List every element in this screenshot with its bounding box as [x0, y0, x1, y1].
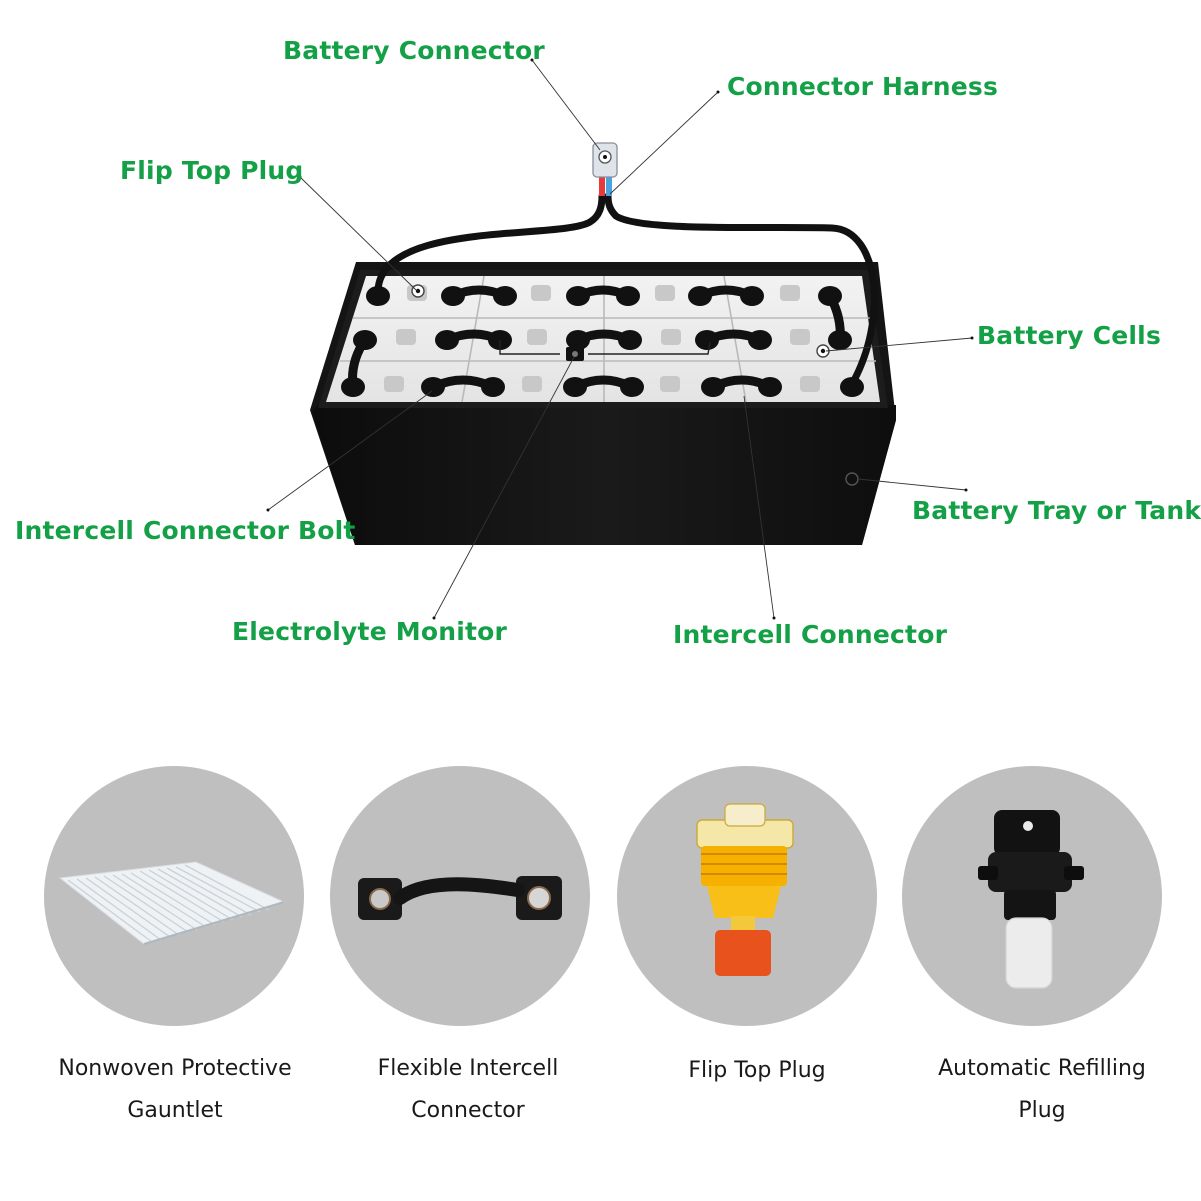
label-battery-connector: Battery Connector	[283, 36, 545, 65]
caption-flip-top-plug: Flip Top Plug	[607, 1050, 907, 1092]
caption-gauntlet-line1: Nonwoven Protective	[58, 1056, 292, 1081]
caption-refilling-plug: Automatic Refilling Plug	[892, 1048, 1192, 1132]
caption-gauntlet: Nonwoven Protective Gauntlet	[25, 1048, 325, 1132]
label-flip-top-plug: Flip Top Plug	[120, 156, 304, 185]
connector-harness	[374, 192, 878, 388]
label-intercell-connector: Intercell Connector	[673, 620, 948, 649]
battery-tray	[310, 262, 896, 545]
caption-gauntlet-line2: Gauntlet	[127, 1098, 223, 1123]
caption-flip-top-plug-line1: Flip Top Plug	[688, 1058, 826, 1083]
label-intercell-connector-bolt: Intercell Connector Bolt	[15, 516, 356, 545]
caption-refilling-plug-line1: Automatic Refilling	[938, 1056, 1146, 1081]
caption-flexible-connector: Flexible Intercell Connector	[318, 1048, 618, 1132]
battery-cells	[341, 285, 864, 397]
accessory-refilling-plug	[902, 766, 1162, 1026]
label-connector-harness: Connector Harness	[727, 72, 999, 101]
accessory-gauntlet	[44, 766, 304, 1026]
gauntlet-tubes-icon	[58, 861, 286, 945]
flexible-connector-icon	[358, 876, 562, 920]
caption-flexible-connector-line1: Flexible Intercell	[377, 1056, 559, 1081]
caption-flexible-connector-line2: Connector	[411, 1098, 525, 1123]
refilling-plug-icon	[978, 810, 1084, 989]
accessory-flip-top-plug	[617, 766, 877, 1026]
flip-top-plug-icon	[696, 803, 794, 976]
caption-refilling-plug-line2: Plug	[1018, 1098, 1066, 1123]
label-battery-tray: Battery Tray or Tank	[912, 496, 1201, 525]
label-battery-cells: Battery Cells	[977, 321, 1162, 350]
battery-connector	[592, 142, 618, 196]
leader-lines	[267, 59, 973, 619]
battery-diagram	[266, 58, 974, 620]
label-electrolyte-monitor: Electrolyte Monitor	[232, 617, 508, 646]
accessory-flexible-connector	[330, 766, 590, 1026]
